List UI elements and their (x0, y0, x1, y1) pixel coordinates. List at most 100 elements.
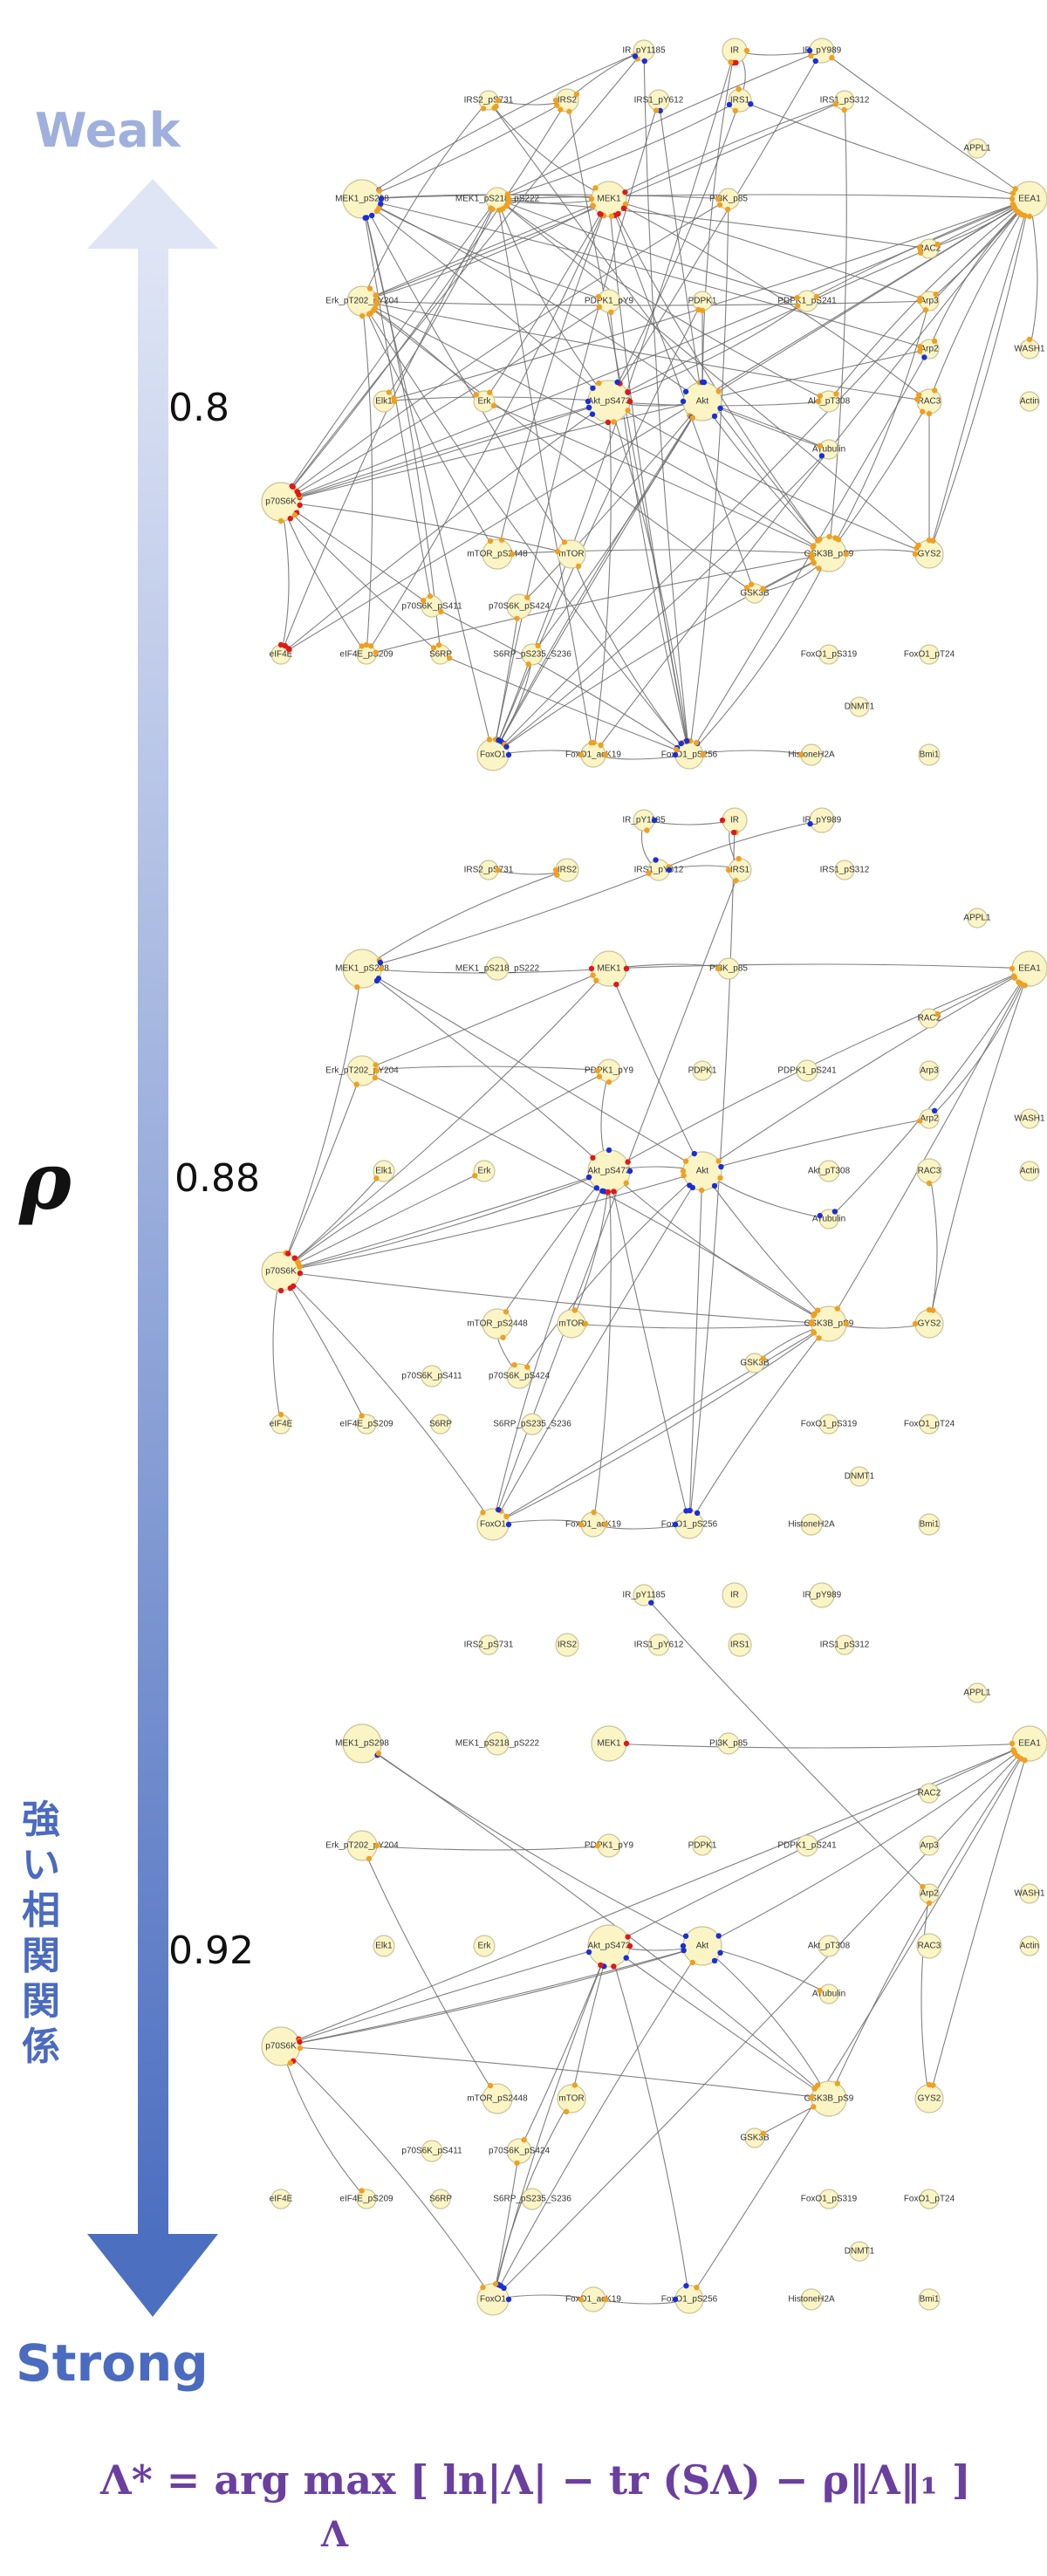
node-IRS1: IRS1 (728, 858, 752, 882)
node-PDPK1_pS241: PDPK1_pS241 (777, 290, 837, 312)
edge-p70S6K-Arp2 (280, 348, 930, 503)
jp-char-6: 係 (22, 2024, 60, 2069)
edge-end-marker (687, 1182, 693, 1189)
edge-Akt_pS473-GYS2 (608, 401, 930, 555)
node-label: MEK1 (597, 1739, 621, 1749)
edge-p70S6K-eIF4E_pS209 (280, 1271, 367, 1425)
node-label: EEA1 (1018, 1739, 1041, 1749)
edge-end-marker (487, 389, 493, 395)
node-label: Elk1 (375, 397, 393, 407)
node-label: MEK1_pS218_pS222 (455, 195, 540, 204)
node-layer: Bmi1HistoneH2AFoxO1_pS256FoxO1_acK19FoxO… (261, 1582, 1047, 2316)
edge-end-marker (372, 1074, 379, 1081)
node-GSK3B: GSK3B (740, 2127, 770, 2148)
node-label: RAC2 (918, 1014, 941, 1024)
edge-MEK1_pS298-IRS2 (361, 99, 568, 200)
edge-Akt_pS473-PDPK1_pS241 (608, 300, 808, 402)
node-Actin: Actin (1019, 1935, 1040, 1956)
node-IRS1_pS312: IRS1_pS312 (820, 90, 870, 111)
edge-end-marker (912, 551, 919, 558)
node-label: Erk (478, 1167, 492, 1176)
edge-Akt-MEK1_pS298 (361, 198, 703, 402)
node-Bmi1: Bmi1 (918, 1513, 941, 1536)
node-S6RP: S6RP (429, 2189, 452, 2209)
edge-Akt_pS473-IR_pY989 (608, 50, 823, 402)
edge-end-marker (608, 213, 615, 219)
node-label: IRS1 (730, 96, 750, 106)
node-PI3K_p85: PI3K_p85 (709, 1732, 748, 1755)
node-label: eIF4E (270, 650, 293, 660)
edge-end-marker (931, 1107, 938, 1114)
edge-end-marker (495, 97, 502, 104)
node-FoxO1_pS256: FoxO1_pS256 (661, 1510, 718, 1539)
node-Erk2: Erk (473, 1160, 496, 1182)
node-label: IRS2_pS731 (464, 1641, 514, 1650)
node-label: FoxO1_pS319 (801, 650, 858, 660)
node-label: PDPK1_pY9 (585, 297, 634, 306)
edge-Akt-Arp2 (701, 1118, 930, 1172)
edge-end-marker (353, 1081, 359, 1087)
node-eIF4E_pS209: eIF4E_pS209 (339, 1414, 393, 1435)
edge-end-marker (590, 385, 596, 391)
edge-Akt-IRS1_pY612 (658, 99, 703, 402)
edge-MEK1_pS218-RAC2 (496, 198, 930, 250)
node-label: Akt (696, 1167, 709, 1176)
node-DNMT1: DNMT1 (845, 1466, 875, 1487)
node-label: APPL1 (963, 144, 991, 154)
node-label: p70S6K_pS424 (489, 602, 551, 612)
edge-Arp2-GYS2 (920, 1893, 930, 2100)
node-label: IR (730, 46, 739, 56)
edge-Erk-GSK3B (361, 300, 756, 594)
node-PDPK1_pS241: PDPK1_pS241 (777, 1834, 837, 1857)
node-label: Akt_pT308 (808, 1167, 851, 1176)
edge-mTOR-GSK3B_pS9 (571, 1323, 830, 1329)
node-label: eIF4E (270, 1420, 293, 1429)
node-label: Arp2 (920, 1114, 939, 1124)
edge-end-marker (563, 2108, 570, 2115)
edge-end-marker (917, 1118, 923, 1124)
node-circle (647, 1634, 670, 1656)
edge-eIF4E_pS209-p70S6K (280, 501, 367, 655)
edge-end-marker (689, 1959, 695, 1966)
node-label: p70S6K (265, 497, 297, 507)
node-WASH1: WASH1 (1014, 1883, 1045, 1904)
node-label: ATubulin (812, 445, 845, 455)
node-label: Akt_pS473 (588, 397, 631, 407)
edge-end-marker (815, 1307, 821, 1313)
node-label: eIF4E_pS209 (339, 1420, 393, 1429)
edge-end-marker (480, 2285, 486, 2291)
edge-end-marker (807, 820, 813, 827)
node-MEK1_pS298: MEK1_pS298 (335, 1723, 389, 1764)
edge-end-marker (1009, 190, 1016, 196)
edge-end-marker (711, 1182, 718, 1189)
edge-end-marker (678, 740, 684, 747)
node-circle (421, 1365, 443, 1387)
edge-end-marker (582, 1320, 589, 1327)
edge-end-marker (736, 86, 742, 92)
node-label: FoxO1 (480, 1520, 506, 1530)
node-label: IRS1_pY612 (634, 1641, 684, 1650)
node-label: MEK1 (597, 964, 621, 974)
node-circle (485, 956, 510, 981)
edge-MEK1_pS218-FoxO1_acK (496, 198, 594, 756)
edge-IRS1_pY612-MEK1_pS298 (361, 869, 660, 969)
node-label: FoxO1_pS256 (661, 1520, 718, 1530)
edge-MEK1-FoxO1_pS256 (608, 198, 690, 756)
edge-end-marker (492, 2281, 499, 2287)
edge-end-marker (832, 101, 839, 107)
edge-Akt-FoxO1_pS256 (688, 1170, 703, 1525)
edge-end-marker (915, 392, 922, 398)
node-Arp3: Arp3 (919, 291, 940, 312)
arrow-shaft (138, 247, 168, 2237)
node-PDPK1_pY9: PDPK1_pY9 (585, 1833, 634, 1858)
edge-end-marker (503, 203, 510, 209)
edge-end-marker (926, 410, 933, 417)
edge-end-marker (373, 1062, 379, 1068)
edge-end-marker (1022, 1757, 1028, 1764)
edge-end-marker (505, 2296, 512, 2303)
edge-Erk-Arp3 (361, 300, 930, 306)
edge-Akt_pS473-FoxO1 (492, 1945, 610, 2300)
edge-p70S6K-PDPK1_pY9 (280, 1070, 610, 1272)
edge-end-marker (511, 1361, 517, 1368)
node-Elk1: Elk1 (373, 1160, 395, 1182)
